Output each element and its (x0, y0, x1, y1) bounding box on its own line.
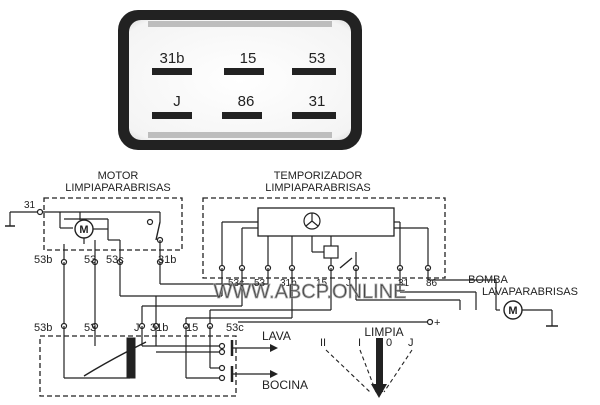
relay-pin-bar (152, 112, 192, 119)
limpia-stalk: LIMPIA II I 0 J (320, 325, 414, 398)
limpia-pos-j: J (408, 337, 414, 349)
timer-title-2: LIMPIAPARABRISAS (265, 182, 371, 194)
relay-pin-bar (292, 68, 336, 75)
relay-top-slot (148, 21, 332, 27)
interconnect-wires (63, 262, 500, 326)
motor-symbol-letter: M (79, 224, 88, 236)
watermark-text: WWW.ABCP.ONLINE (214, 281, 407, 303)
limpia-pos-0: 0 (386, 337, 392, 349)
relay-label-j: J (173, 93, 181, 110)
motor-term-53b: 53b (34, 254, 52, 266)
pump-motor-letter: M (508, 305, 517, 317)
relay-label-86: 86 (238, 93, 255, 110)
switch-contact-bar (126, 337, 136, 379)
pump-block: BOMBA LAVAPARABRISAS + M (434, 274, 578, 329)
limpia-lever (376, 338, 383, 392)
relay-label-53: 53 (309, 50, 326, 67)
relay-pin-bar (224, 68, 264, 75)
timer-term-86: 86 (426, 278, 438, 289)
motor-ground-label: 31 (24, 200, 36, 211)
motor-dashed-box (43, 197, 183, 251)
relay-pin-bar (292, 112, 336, 119)
relay-pin-bar (222, 112, 262, 119)
timer-term-j: J (346, 278, 351, 289)
timer-relay-contact (339, 257, 353, 269)
relay-socket: 31b 15 53 J 86 31 (118, 10, 362, 150)
timer-term-31: 31 (398, 278, 410, 289)
switch-term-31b: 31b (150, 322, 168, 334)
relay-label-31b: 31b (159, 50, 184, 67)
switch-term-53c: 53c (226, 322, 244, 334)
switch-term-j: J (134, 322, 140, 334)
timer-term-15: 15 (316, 278, 328, 289)
motor-title-2: LIMPIAPARABRISAS (65, 182, 171, 194)
switch-term-53b: 53b (34, 322, 52, 334)
motor-title-1: MOTOR (98, 170, 139, 182)
switch-wiper-arc (83, 341, 147, 377)
motor-term-53c: 53c (106, 254, 124, 266)
timer-block: TEMPORIZADOR LIMPIAPARABRISAS (202, 170, 446, 289)
pump-title-2: LAVAPARABRISAS (482, 286, 578, 298)
switch-term-53: 53 (84, 322, 96, 334)
switch-term-15: 15 (186, 322, 198, 334)
limpia-label: LIMPIA (364, 325, 403, 339)
relay-label-15: 15 (240, 50, 257, 67)
pump-title-1: BOMBA (468, 274, 508, 286)
timer-dashed-box (202, 197, 446, 279)
timer-term-31b: 31b (280, 278, 297, 289)
motor-term-53: 53 (84, 254, 96, 266)
switch-dashed-box (39, 335, 237, 397)
lava-label: LAVA (262, 329, 291, 343)
bocina-label: BOCINA (262, 378, 308, 392)
relay-inner-face (129, 20, 351, 140)
timer-title-1: TEMPORIZADOR (274, 170, 363, 182)
limpia-pos-ii: II (320, 337, 326, 349)
timer-relay-coil (323, 245, 339, 259)
relay-pin-bar (152, 68, 192, 75)
motor-block: MOTOR LIMPIAPARABRISAS 31 M (5, 170, 183, 266)
switch-block: 53b 53 J 31b 15 53c LAVA BOCI (34, 322, 308, 397)
timer-electronic-unit (257, 207, 395, 237)
motor-term-31b: 31b (158, 254, 176, 266)
limpia-pos-i: I (358, 337, 361, 349)
pump-plus-label: + (434, 317, 440, 329)
relay-bottom-slot (148, 132, 332, 138)
relay-label-31: 31 (309, 93, 326, 110)
